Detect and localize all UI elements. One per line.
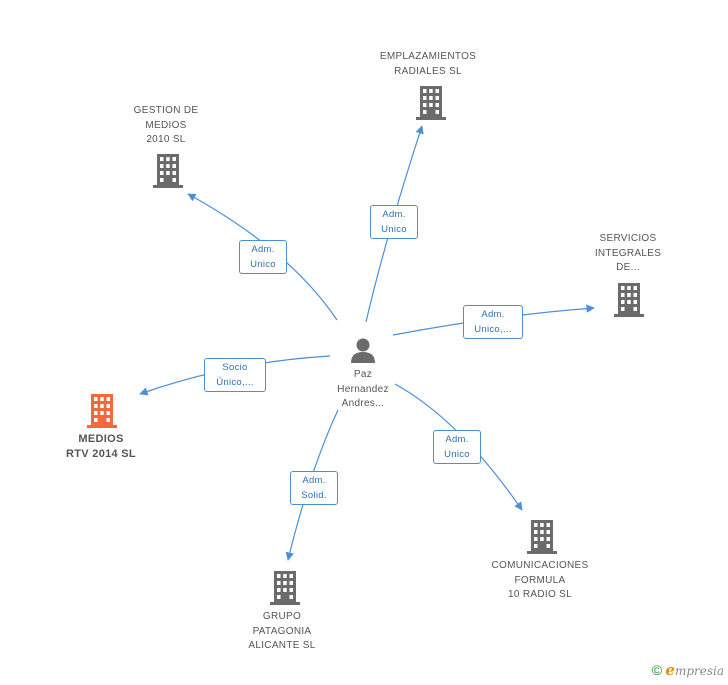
- edge-label-gestion[interactable]: Adm. Unico: [239, 240, 287, 274]
- company-label-grupo[interactable]: GRUPO PATAGONIA ALICANTE SL: [248, 611, 316, 651]
- brand-logo-initial: e: [665, 661, 675, 679]
- building-icon[interactable]: [527, 520, 557, 554]
- brand-logo-text: mpresia: [674, 664, 724, 678]
- company-label-servicios[interactable]: SERVICIOS INTEGRALES DE...: [594, 233, 662, 273]
- copyright-icon: ©: [651, 662, 663, 678]
- company-label-medios[interactable]: MEDIOS RTV 2014 SL: [66, 433, 136, 460]
- building-icon[interactable]: [416, 86, 446, 120]
- edge-label-servicios[interactable]: Adm. Unico,...: [463, 305, 523, 339]
- company-label-comunicaciones[interactable]: COMUNICACIONES FORMULA 10 RADIO SL: [491, 560, 589, 600]
- edge-label-grupo[interactable]: Adm. Solid.: [290, 471, 338, 505]
- building-icon[interactable]: [614, 283, 644, 317]
- building-icon[interactable]: [87, 394, 117, 428]
- person-label[interactable]: Paz Hernandez Andres...: [337, 369, 389, 409]
- edge-label-emplazamientos[interactable]: Adm. Unico: [370, 205, 418, 239]
- brand-logo: © empresia: [652, 661, 724, 679]
- building-icon[interactable]: [153, 154, 183, 188]
- company-label-gestion[interactable]: GESTION DE MEDIOS 2010 SL: [133, 105, 199, 145]
- edge-label-medios[interactable]: Socio Único,...: [204, 358, 266, 392]
- company-label-emplazamientos[interactable]: EMPLAZAMIENTOS RADIALES SL: [379, 51, 477, 77]
- person-icon[interactable]: [349, 336, 377, 364]
- edge-label-comunicaciones[interactable]: Adm. Unico: [433, 430, 481, 464]
- building-icon[interactable]: [270, 571, 300, 605]
